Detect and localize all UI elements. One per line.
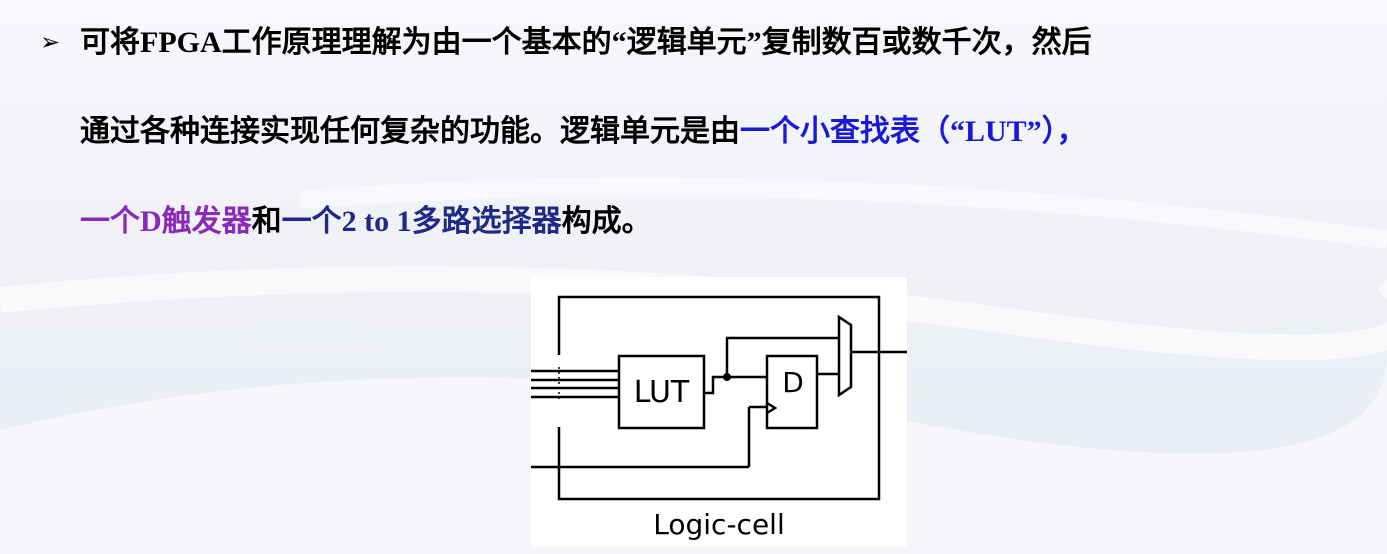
lut-label: LUT	[634, 375, 690, 410]
arrow-bullet-icon: ➢	[40, 28, 61, 56]
logic-cell-schematic: LUT D Logic-cell	[531, 295, 907, 541]
line3-end-text: 构成。	[561, 205, 652, 238]
paragraph-line-3: 一个D触发器和一个2 to 1多路选择器构成。	[80, 200, 652, 244]
dff-label: D	[782, 366, 804, 399]
lut-highlight: 一个小查找表（“LUT”），	[740, 115, 1087, 148]
and-text: 和	[251, 205, 282, 238]
line1-text: 可将FPGA工作原理理解为由一个基本的“逻辑单元”复制数百或数千次，然后	[80, 26, 1092, 59]
dff-highlight: 一个D触发器	[80, 205, 252, 238]
junction-dot	[723, 373, 731, 381]
logic-cell-caption: Logic-cell	[653, 508, 784, 541]
paragraph-line-2: 通过各种连接实现任何复杂的功能。逻辑单元是由一个小查找表（“LUT”），	[80, 110, 1087, 154]
logic-cell-diagram: LUT D Logic-cell	[531, 277, 907, 547]
mux-highlight: 一个2 to 1多路选择器	[281, 205, 562, 238]
line2-text: 通过各种连接实现任何复杂的功能。逻辑单元是由	[80, 115, 740, 148]
paragraph-line-1: ➢ 可将FPGA工作原理理解为由一个基本的“逻辑单元”复制数百或数千次，然后	[40, 20, 1092, 65]
